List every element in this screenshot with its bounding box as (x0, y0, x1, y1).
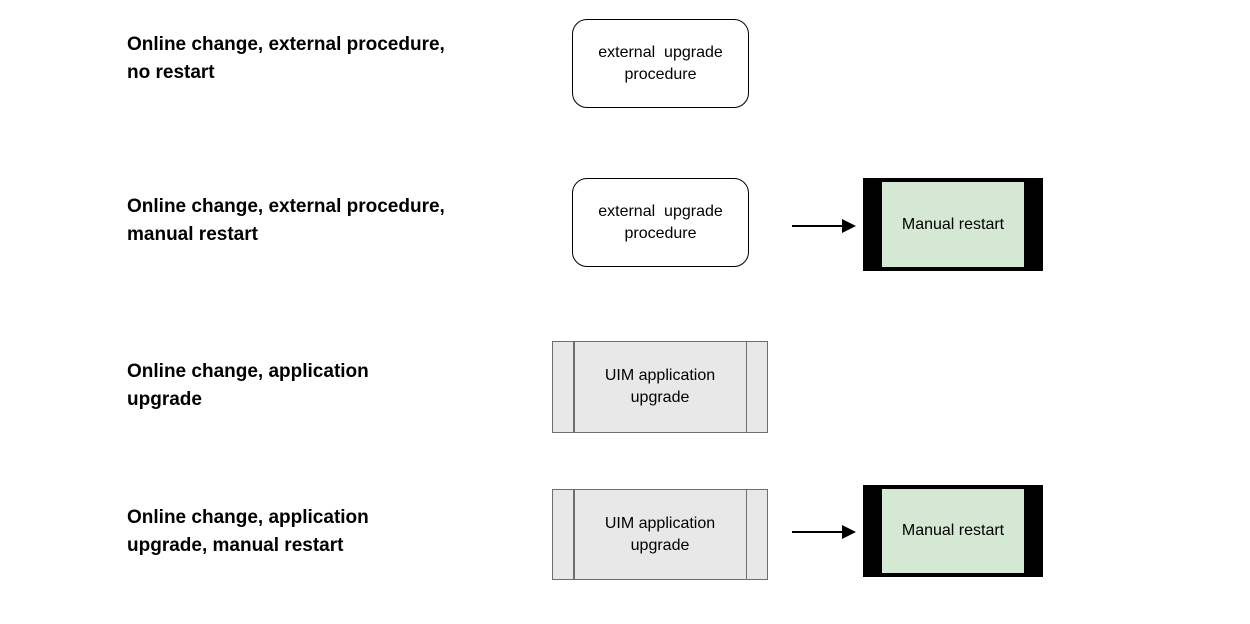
uim-application-upgrade-shape: UIM application upgrade (552, 489, 768, 580)
manual-restart-text: Manual restart (901, 522, 1005, 539)
label-online-external-no-restart: Online change, external procedure, no re… (127, 34, 445, 83)
arrow-right-connector (792, 525, 856, 539)
manual-restart-inner: Manual restart (882, 182, 1024, 267)
uim-application-upgrade-text: UIM application upgrade (604, 367, 716, 406)
external-upgrade-procedure-text: external upgrade procedure (598, 43, 723, 83)
arrow-head-icon (842, 525, 856, 539)
manual-restart-shape: Manual restart (863, 178, 1043, 271)
label-online-app-upgrade-manual-restart: Online change, application upgrade, manu… (127, 507, 369, 556)
uim-application-upgrade-shape: UIM application upgrade (552, 341, 768, 433)
label-online-app-upgrade: Online change, application upgrade (127, 361, 369, 410)
process-side-bar-left (573, 490, 575, 579)
arrow-shaft (792, 531, 845, 533)
arrow-right-connector (792, 219, 856, 233)
arrow-head-icon (842, 219, 856, 233)
external-upgrade-procedure-shape: external upgrade procedure (572, 178, 749, 267)
manual-restart-shape: Manual restart (863, 485, 1043, 577)
arrow-shaft (792, 225, 845, 227)
manual-restart-inner: Manual restart (882, 489, 1024, 573)
process-side-bar-right (745, 490, 747, 579)
uim-application-upgrade-text: UIM application upgrade (604, 514, 716, 554)
label-online-external-manual-restart: Online change, external procedure, manua… (127, 196, 445, 245)
process-side-bar-right (745, 342, 747, 432)
process-side-bar-left (573, 342, 575, 432)
external-upgrade-procedure-shape: external upgrade procedure (572, 19, 749, 108)
external-upgrade-procedure-text: external upgrade procedure (598, 202, 723, 242)
manual-restart-text: Manual restart (901, 215, 1005, 233)
